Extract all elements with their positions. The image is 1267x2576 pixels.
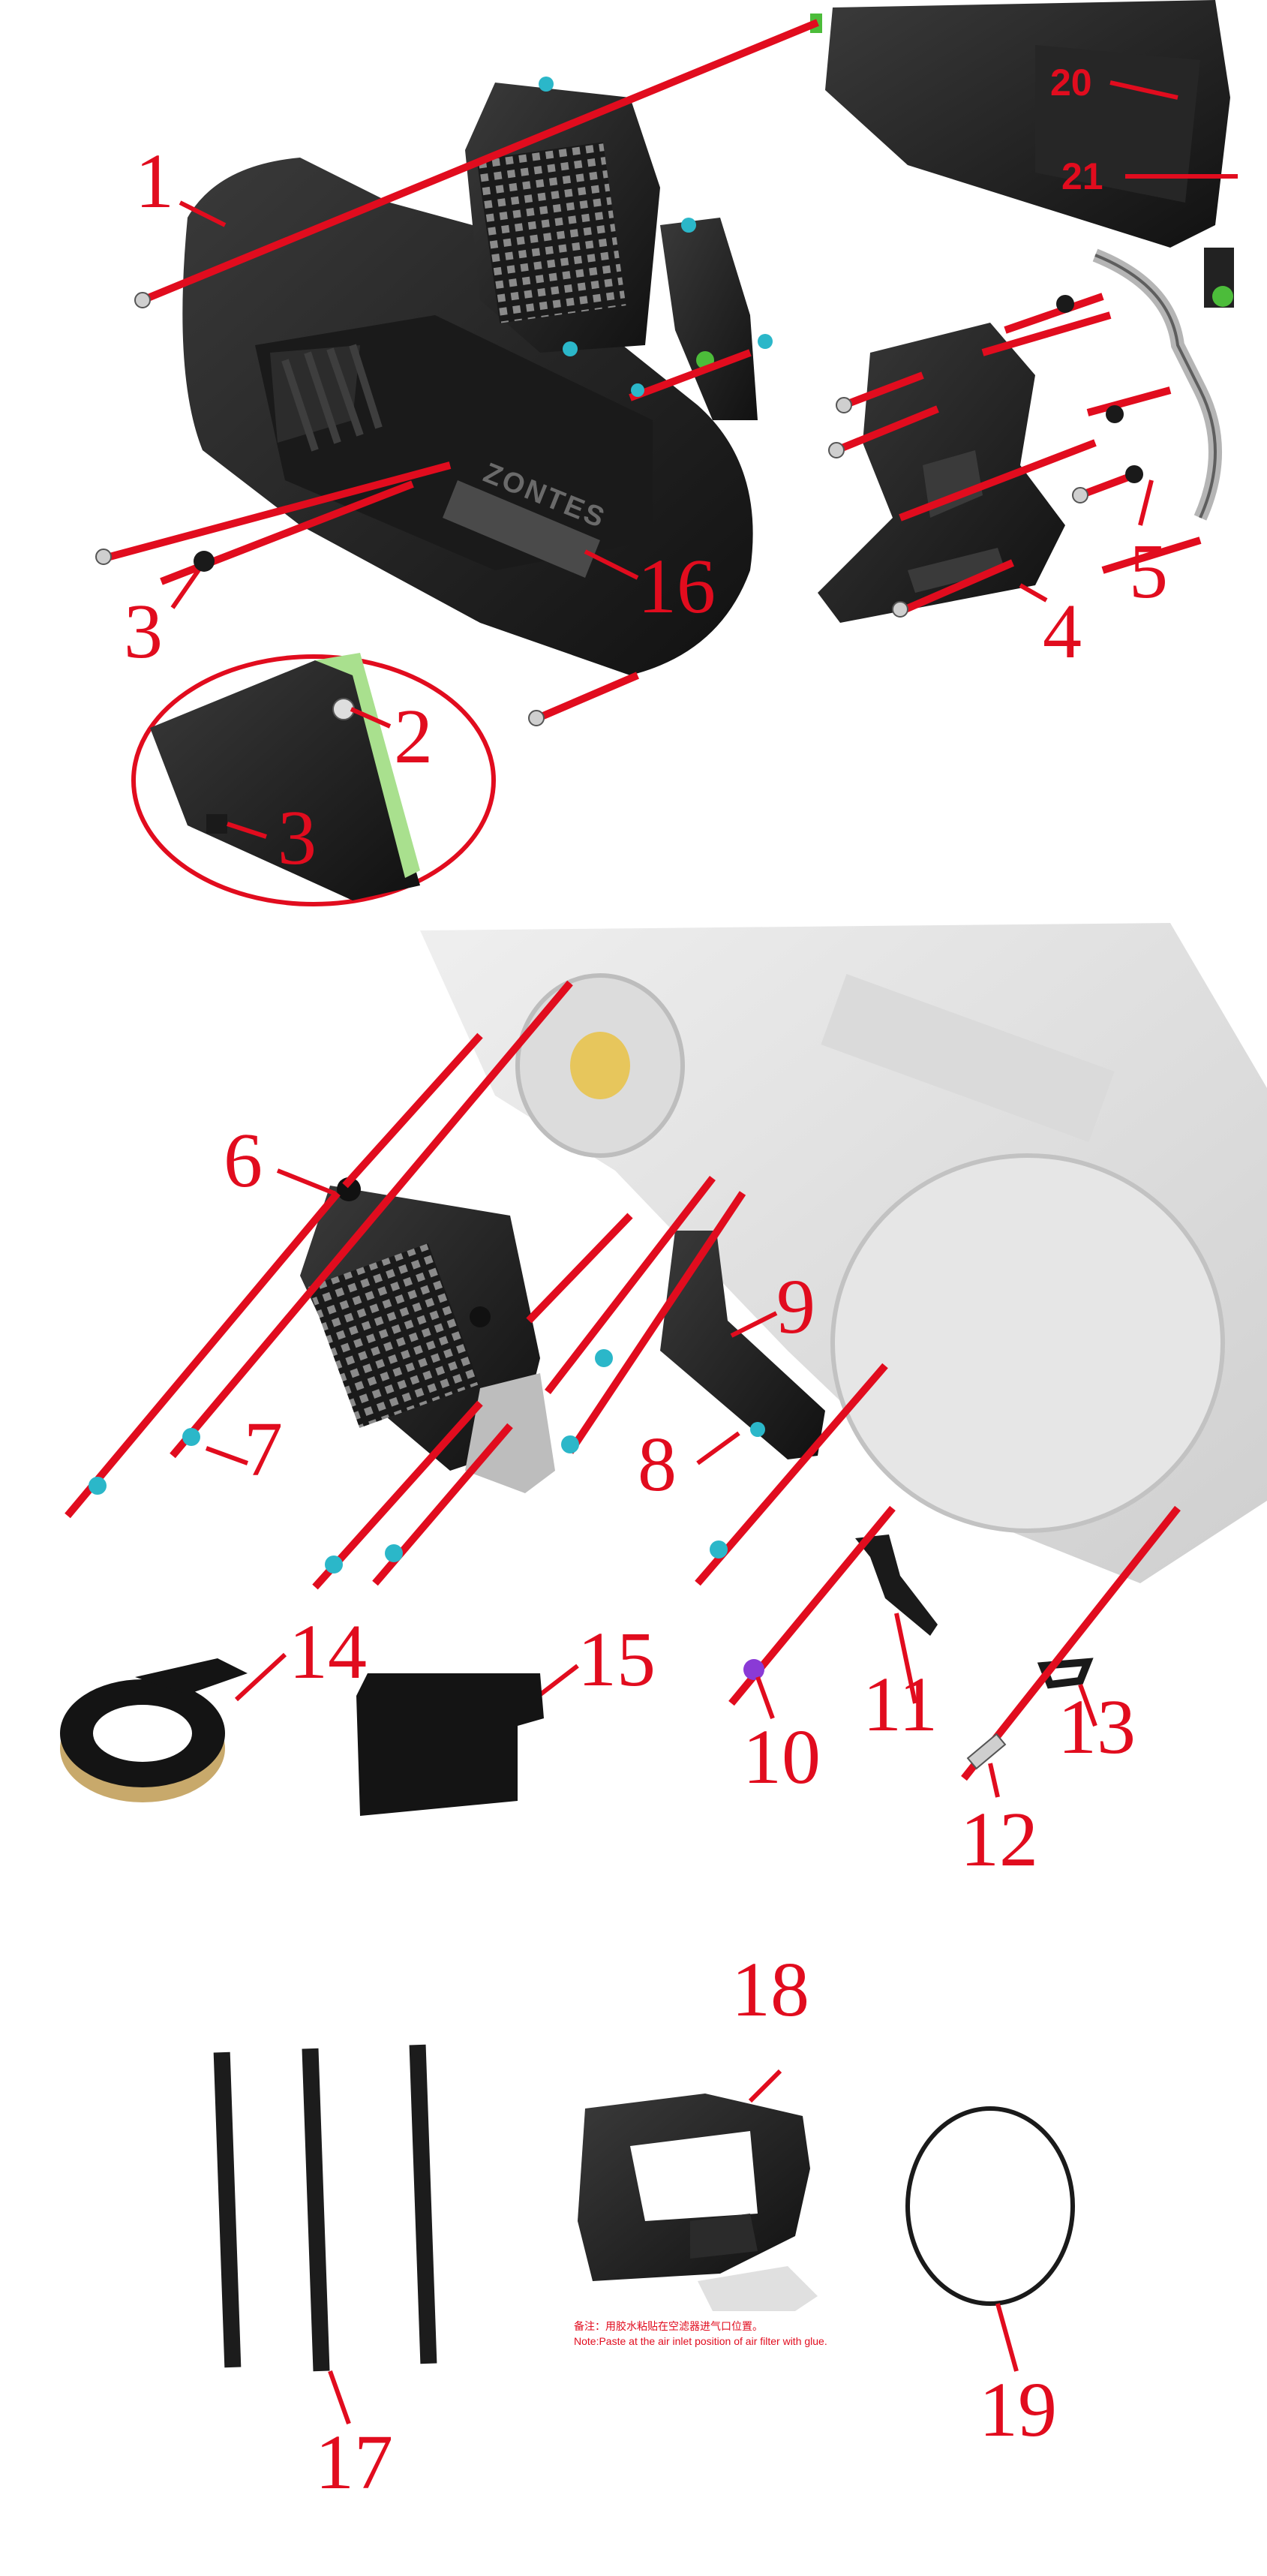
callout-9: 9 (776, 1264, 815, 1350)
callout-8: 8 (638, 1421, 677, 1507)
rubber-strips (213, 2044, 437, 2372)
callout-12: 12 (960, 1796, 1038, 1883)
grommets-top (194, 295, 1143, 572)
foam-tape-roll (60, 1658, 248, 1802)
assembly-note-en: Note:Paste at the air inlet position of … (574, 2335, 827, 2347)
fasteners-top (95, 292, 1088, 726)
callout-18: 18 (731, 1946, 809, 2033)
callout-5: 5 (1129, 528, 1168, 615)
clip-part (855, 1534, 938, 1636)
leader-lines-middle (65, 980, 1181, 1781)
callout-7: 7 (244, 1406, 283, 1492)
callout-13: 13 (1058, 1684, 1136, 1770)
foam-pad (356, 1673, 544, 1816)
callout-tick-17 (328, 2370, 351, 2425)
cover-bracket (660, 1231, 825, 1459)
callout-11: 11 (863, 1661, 938, 1748)
assembly-note: 备注：用胶水粘贴在空滤器进气口位置。 Note:Paste at the air… (574, 2319, 829, 2349)
purple-bolt (743, 1659, 764, 1680)
callout-ticks-middle (205, 1168, 1097, 1798)
callout-tick-19 (995, 2303, 1019, 2372)
air-filter-box (810, 0, 1234, 521)
intake-cover (300, 1177, 555, 1493)
callout-20: 20 (1050, 62, 1092, 104)
detail-ellipse (131, 653, 496, 906)
long-bolt (966, 1733, 1007, 1770)
callout-21: 21 (1061, 155, 1103, 197)
assembly-note-cn: 备注：用胶水粘贴在空滤器进气口位置。 (574, 2320, 763, 2332)
callout-2: 2 (394, 693, 433, 780)
cyan-bolts-middle (89, 1349, 728, 1574)
duct-seal (578, 2094, 818, 2311)
o-ring (905, 2106, 1075, 2306)
callout-17: 17 (315, 2419, 393, 2505)
engine-ghost (420, 923, 1267, 1583)
callout-1: 1 (135, 138, 174, 224)
callout-3-detail: 3 (278, 795, 317, 881)
callout-4: 4 (1043, 588, 1082, 675)
callout-14: 14 (289, 1609, 367, 1695)
lower-guard (818, 323, 1065, 623)
callout-tick-18 (748, 2069, 782, 2103)
callout-15: 15 (578, 1616, 656, 1703)
inner-intake-cover-top (465, 83, 660, 353)
cyan-bolts-top (539, 77, 773, 397)
leader-lines-top (100, 19, 1202, 724)
callout-6: 6 (224, 1117, 263, 1204)
callout-3-top: 3 (124, 588, 163, 675)
callout-19: 19 (979, 2367, 1057, 2453)
callout-16: 16 (638, 543, 716, 630)
callout-10: 10 (743, 1714, 821, 1800)
